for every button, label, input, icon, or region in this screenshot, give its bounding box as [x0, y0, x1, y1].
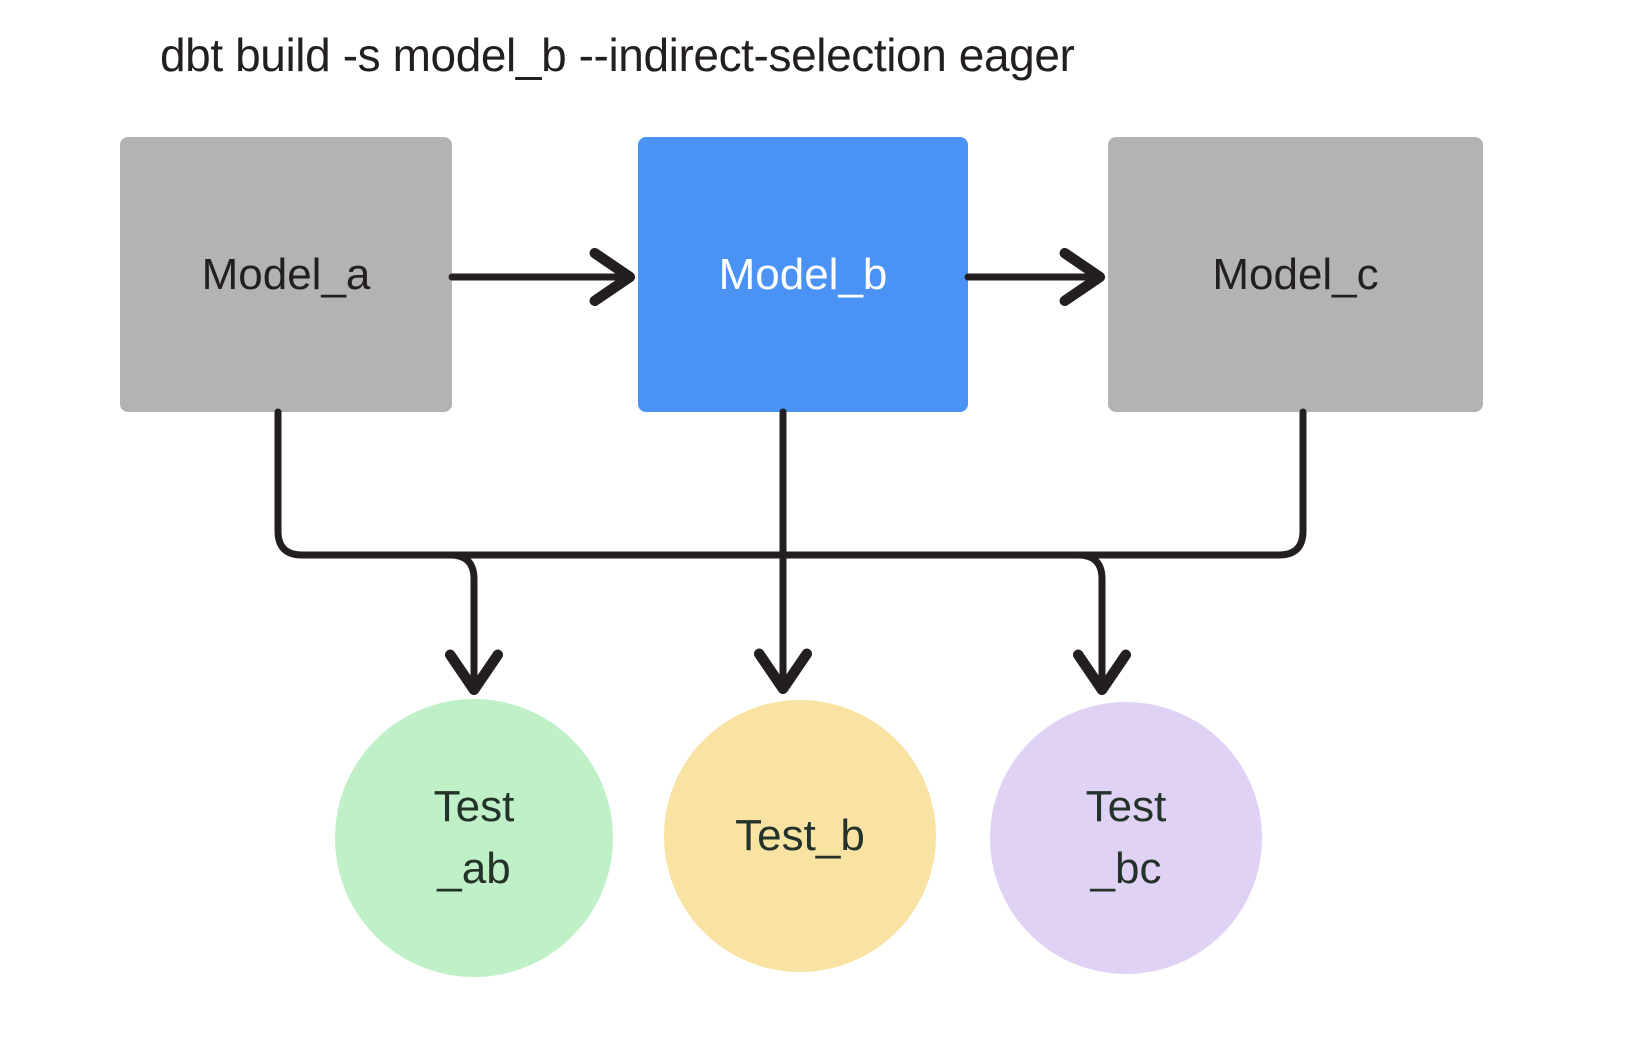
node-model-a-shape[interactable]: [120, 137, 452, 412]
edge-bus-to-test-bc: [1072, 551, 1132, 696]
node-model-c-shape[interactable]: [1108, 137, 1483, 412]
edge-model-a-to-bus: [274, 408, 454, 559]
edge-layer: [274, 247, 1307, 696]
node-test-bc-shape[interactable]: [990, 702, 1262, 974]
node-model-b-shape[interactable]: [638, 137, 968, 412]
diagram-title: dbt build -s model_b --indirect-selectio…: [160, 29, 1075, 81]
node-test-b-shape[interactable]: [664, 700, 936, 972]
node-test-ab-shape[interactable]: [335, 699, 613, 977]
edge-bus-to-test-ab: [444, 551, 504, 696]
node-shapes: [120, 137, 1483, 977]
edge-model-c-to-bus: [1074, 408, 1307, 559]
